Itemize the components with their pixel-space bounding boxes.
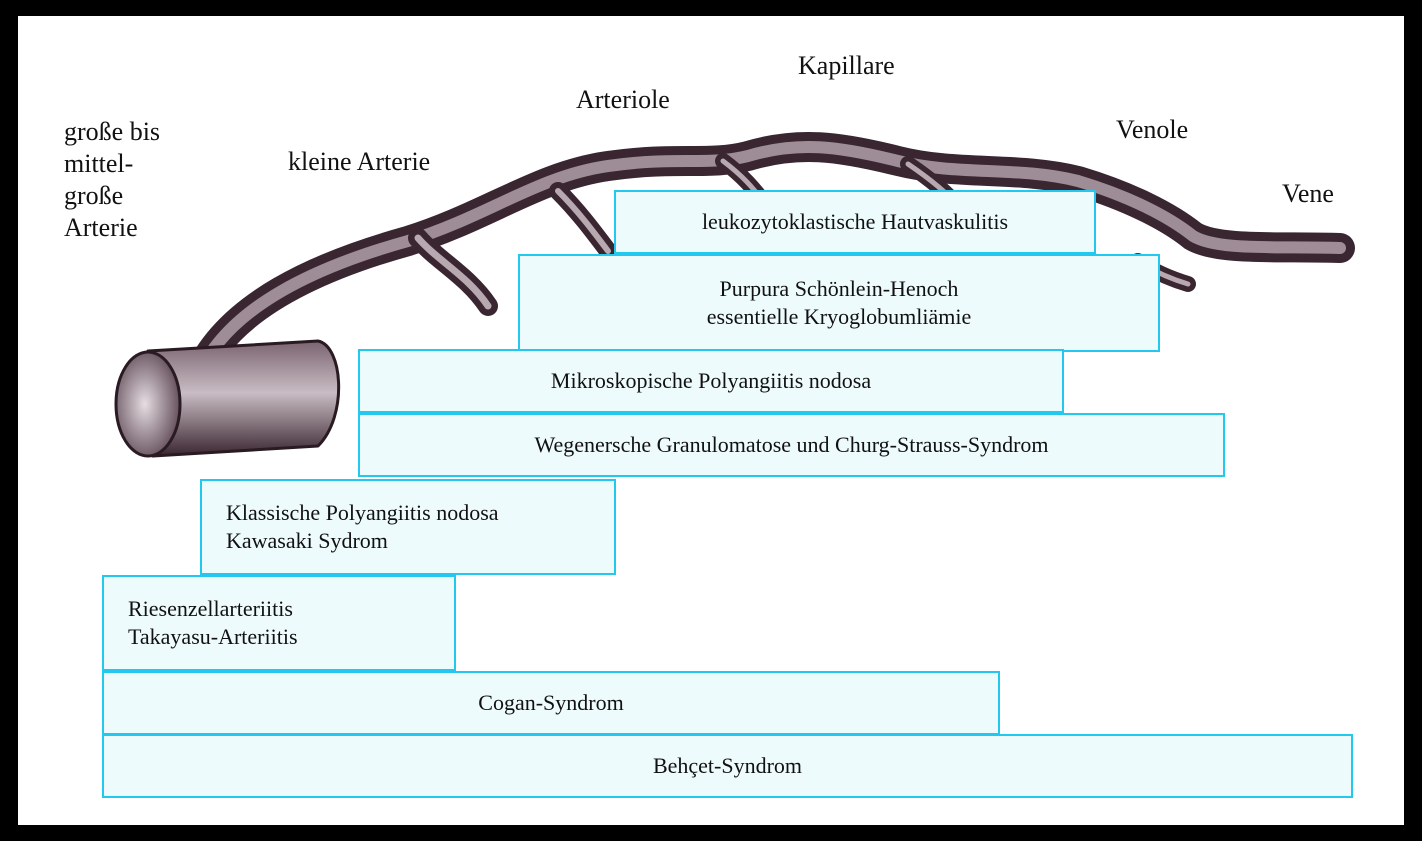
box-riesenzellarteriitis: Riesenzellarteriitis Takayasu-Arteriitis — [102, 575, 456, 671]
box-behcet: Behçet-Syndrom — [102, 734, 1353, 798]
box-line: Riesenzellarteriitis — [128, 595, 293, 623]
box-line: essentielle Kryoglobumliämie — [707, 303, 972, 331]
box-line: Mikroskopische Polyangiitis nodosa — [551, 367, 871, 395]
box-line: Takayasu-Arteriitis — [128, 623, 298, 651]
label-arteriole: Arteriole — [576, 84, 670, 116]
box-hautvaskulitis: leukozytoklastische Hautvaskulitis — [614, 190, 1096, 254]
label-capillary: Kapillare — [798, 50, 895, 82]
diagram-sheet: große bis mittel- große Arterie kleine A… — [18, 16, 1404, 825]
box-wegener: Wegenersche Granulomatose und Churg-Stra… — [358, 413, 1225, 477]
label-venule: Venole — [1116, 114, 1188, 146]
label-small-artery: kleine Arterie — [288, 146, 430, 178]
vessel-lumen — [116, 352, 180, 456]
box-cogan: Cogan-Syndrom — [102, 671, 1000, 735]
box-line: Cogan-Syndrom — [478, 689, 623, 717]
label-large-artery: große bis mittel- große Arterie — [64, 116, 160, 244]
box-klassische-polyangiitis: Klassische Polyangiitis nodosa Kawasaki … — [200, 479, 616, 575]
box-line: Kawasaki Sydrom — [226, 527, 388, 555]
box-line: Purpura Schönlein-Henoch — [720, 275, 959, 303]
box-mikroskopische-polyangiitis: Mikroskopische Polyangiitis nodosa — [358, 349, 1064, 413]
box-line: Klassische Polyangiitis nodosa — [226, 499, 499, 527]
box-line: Wegenersche Granulomatose und Churg-Stra… — [534, 431, 1048, 459]
box-line: Behçet-Syndrom — [653, 752, 802, 780]
label-vein: Vene — [1282, 178, 1334, 210]
box-purpura: Purpura Schönlein-Henoch essentielle Kry… — [518, 254, 1160, 352]
box-line: leukozytoklastische Hautvaskulitis — [702, 208, 1008, 236]
